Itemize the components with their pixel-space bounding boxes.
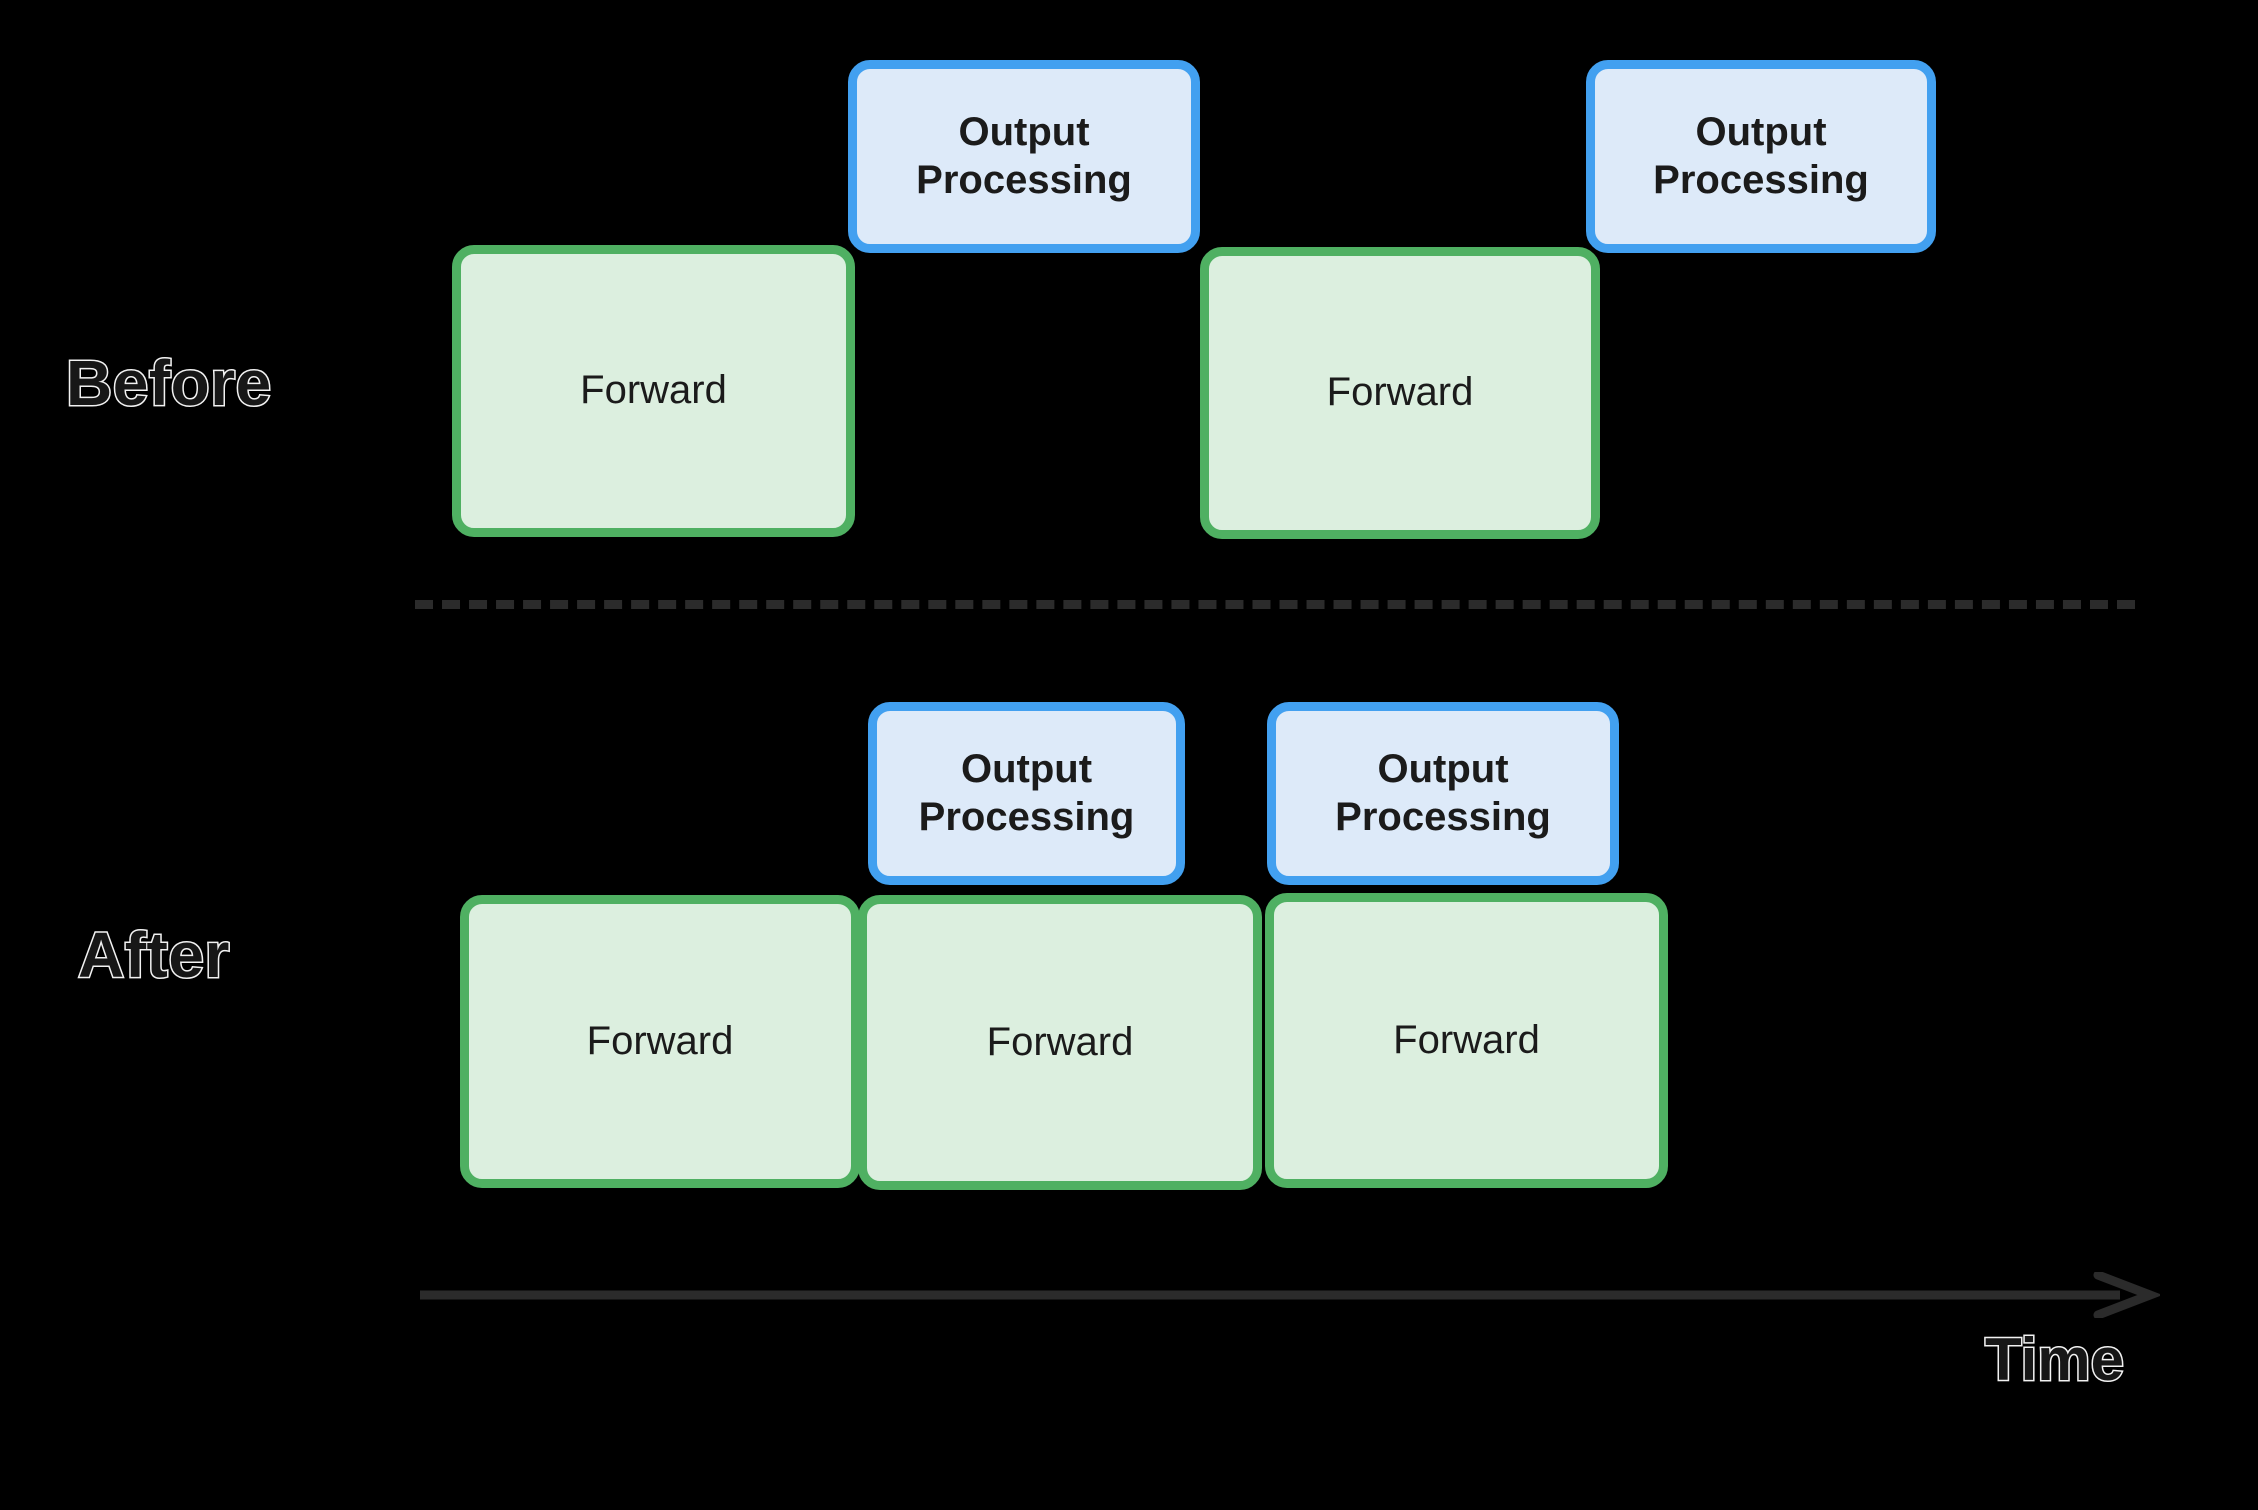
after-forward-block-1: Forward [460,895,860,1188]
after-forward-block-2: Forward [858,895,1262,1190]
before-forward-block-1: Forward [452,245,855,537]
before-output-processing-block-2: Output Processing [1586,60,1936,253]
row-label-before: Before [65,346,273,421]
block-label: Forward [1326,370,1474,415]
block-label: Forward [1393,1017,1540,1062]
block-label: Output Processing [1653,110,1869,202]
row-label-after: After [77,918,231,993]
time-axis-arrow [420,1272,2160,1318]
before-forward-block-2: Forward [1200,247,1600,539]
block-label: Output Processing [916,110,1132,202]
block-label: Output Processing [918,747,1135,839]
section-divider [415,600,2135,609]
block-label: Forward [986,1019,1134,1064]
after-output-processing-block-1: Output Processing [868,702,1185,885]
after-forward-block-3: Forward [1265,893,1668,1188]
block-label: Forward [580,368,727,413]
block-label: Forward [586,1018,734,1063]
block-label: Output Processing [1335,747,1551,839]
time-axis-label: Time [1984,1325,2126,1395]
after-output-processing-block-2: Output Processing [1267,702,1619,885]
before-output-processing-block-1: Output Processing [848,60,1200,253]
